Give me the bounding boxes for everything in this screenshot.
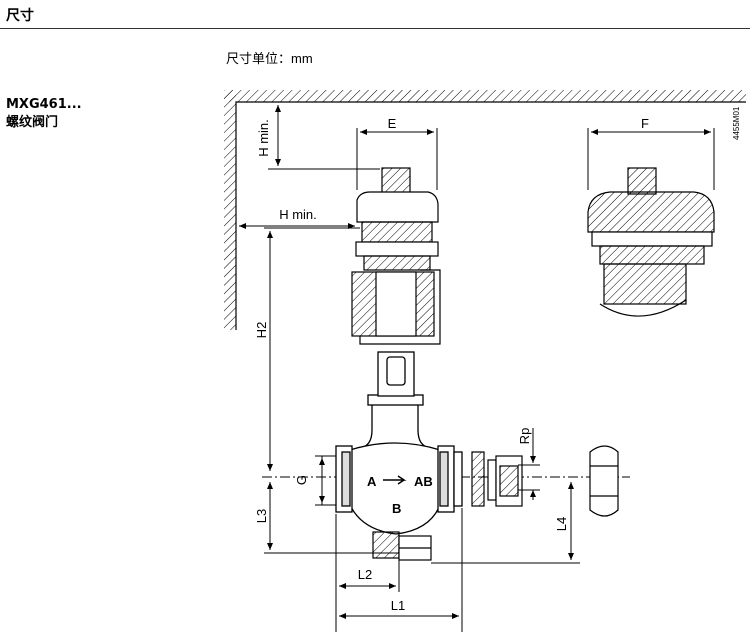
actuator [351,167,441,345]
label-H-min-horizontal: H min. [279,207,317,222]
label-L3: L3 [254,509,269,523]
drawing-id: 4455M01 [732,106,741,140]
section-title: 尺寸 [6,8,34,24]
label-E: E [388,116,397,131]
label-L4: L4 [554,517,569,531]
port-labels: A AB B [367,474,433,516]
product-heading: MXG461... 螺纹阀门 [6,96,82,132]
label-L2: L2 [358,567,372,582]
dimension-F [587,128,715,190]
label-F: F [641,116,649,131]
valve-neck [359,351,431,449]
dimension-E [356,128,438,190]
unit-note: 尺寸单位：mm [226,48,313,67]
dimension-L4 [431,482,580,564]
label-H-min-vertical: H min. [256,119,271,157]
dimension-L2 [335,514,400,632]
title-divider [0,28,750,29]
label-Rp: Rp [517,428,532,445]
label-G: G [294,475,309,485]
unit-value: mm [291,51,313,66]
unit-label: 尺寸单位： [226,52,292,67]
valve-body [335,442,463,535]
wall-hatch [224,90,746,330]
port-B-label: B [392,501,401,516]
dimension-H2 [264,227,360,471]
dimension-Rp [518,428,540,500]
bottom-fitting [372,531,432,561]
label-H2: H2 [254,322,269,339]
label-L1: L1 [391,598,405,613]
product-name: 螺纹阀门 [6,115,59,130]
product-model: MXG461... [6,97,82,112]
port-AB-label: AB [414,474,433,489]
port-A-label: A [367,474,377,489]
dimension-L1 [339,508,463,632]
dimension-H-min-vertical [268,105,380,170]
union-fittings [471,445,619,517]
actuator-side-view [587,167,715,317]
flow-arrow-icon [383,475,407,485]
